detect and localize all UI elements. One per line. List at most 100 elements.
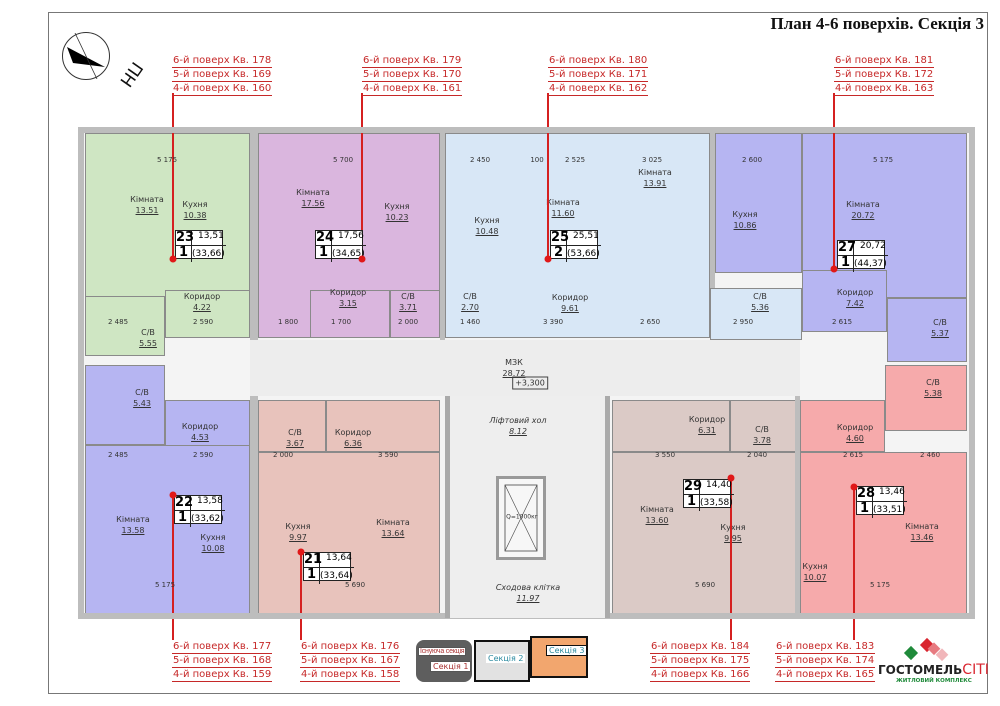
floor-label[interactable]: 5-й поверх Кв. 171 <box>548 69 649 82</box>
room-area: 5.43 <box>133 399 151 408</box>
leader-line <box>172 93 174 259</box>
dimension-label: 5 690 <box>344 581 366 589</box>
floor-label[interactable]: 6-й поверх Кв. 179 <box>362 55 463 68</box>
floor-label[interactable]: 6-й поверх Кв. 176 <box>300 641 401 654</box>
room-area: 9.97 <box>289 533 307 542</box>
floor-label[interactable]: 5-й поверх Кв. 167 <box>300 655 401 668</box>
room-area: 6.31 <box>698 426 716 435</box>
floor-label[interactable]: 5-й поверх Кв. 168 <box>172 655 273 668</box>
room-area: 7.42 <box>846 299 864 308</box>
room-name: Коридор <box>181 422 219 431</box>
logo-mark-icon <box>903 637 949 662</box>
floor-label[interactable]: 6-й поверх Кв. 177 <box>172 641 273 654</box>
leader-line <box>853 487 855 640</box>
floor-label[interactable]: 6-й поверх Кв. 181 <box>834 55 935 68</box>
room-area: 2.70 <box>461 303 479 312</box>
room-area: 10.23 <box>385 213 409 222</box>
apartment-total-area: (33,64) <box>320 571 353 581</box>
apartment-total-area: (33,58) <box>700 498 733 508</box>
dimension-label: 2 590 <box>192 451 214 459</box>
floor-label[interactable]: 5-й поверх Кв. 172 <box>834 69 935 82</box>
floor-label[interactable]: 6-й поверх Кв. 178 <box>172 55 273 68</box>
floor-label[interactable]: 4-й поверх Кв. 166 <box>650 669 751 682</box>
floor-label[interactable]: 4-й поверх Кв. 163 <box>834 83 935 96</box>
floor-label[interactable]: 4-й поверх Кв. 161 <box>362 83 463 96</box>
apartment-number: 28 <box>857 486 876 502</box>
floor-label[interactable]: 4-й поверх Кв. 160 <box>172 83 273 96</box>
floor-label[interactable]: 5-й поверх Кв. 169 <box>172 69 273 82</box>
dimension-label: 2 460 <box>919 451 941 459</box>
apartment-22-zone <box>85 365 165 445</box>
room-area: 4.22 <box>193 303 211 312</box>
lift-hall-name: Ліфтовий хол <box>489 416 547 425</box>
legend-section3-label: Секція 3 <box>546 645 588 656</box>
apartment-28-zone <box>800 400 885 452</box>
dimension-label: 2 590 <box>192 318 214 326</box>
logo: ГОСТОМЕЛЬCITI ЖИТЛОВИЙ КОМПЛЕКС <box>878 634 989 690</box>
room-area: 11.60 <box>551 209 575 218</box>
apartment-number: 24 <box>316 230 335 246</box>
floor-label[interactable]: 4-й поверх Кв. 158 <box>300 669 401 682</box>
room-name: С/В <box>755 425 769 434</box>
apartment-marker-dot <box>830 265 838 273</box>
apartment-rooms-count: 1 <box>176 246 192 262</box>
wall <box>440 133 445 340</box>
floor-label[interactable]: 6-й поверх Кв. 180 <box>548 55 649 68</box>
floor-label[interactable]: 4-й поверх Кв. 159 <box>172 669 273 682</box>
floor-label[interactable]: 6-й поверх Кв. 184 <box>650 641 751 654</box>
apartment-29-zone <box>612 452 798 617</box>
dimension-label: 1 460 <box>459 318 481 326</box>
floor-label[interactable]: 5-й поверх Кв. 175 <box>650 655 751 668</box>
room-area: 5.36 <box>751 303 769 312</box>
floor-label[interactable]: 4-й поверх Кв. 165 <box>775 669 876 682</box>
legend-section3 <box>530 636 588 678</box>
room-name: Кімната <box>640 505 674 514</box>
apartment-living-area: 25,51 <box>567 231 601 246</box>
room-name: Кухня <box>200 533 226 542</box>
floor-label[interactable]: 5-й поверх Кв. 170 <box>362 69 463 82</box>
apartment-living-area: 14,40 <box>700 480 734 495</box>
room-area: 13.91 <box>643 179 667 188</box>
room-area: 3.71 <box>399 303 417 312</box>
floor-label[interactable]: 6-й поверх Кв. 183 <box>775 641 876 654</box>
wall <box>710 133 715 288</box>
apartment-living-area: 13,58 <box>191 496 225 511</box>
dimension-label: 2 950 <box>732 318 754 326</box>
apartment-rooms-count: 1 <box>316 246 332 262</box>
leader-line <box>547 93 549 259</box>
leader-line <box>172 495 174 640</box>
room-label: Кухня 9.97 <box>285 521 310 543</box>
floor-label[interactable]: 4-й поверх Кв. 162 <box>548 83 649 96</box>
dimension-label: 2 000 <box>272 451 294 459</box>
room-name: Кухня <box>285 522 311 531</box>
legend-section2-label: Секція 2 <box>486 654 526 663</box>
room-name: Коридор <box>836 423 874 432</box>
floor-label[interactable]: 5-й поверх Кв. 174 <box>775 655 876 668</box>
